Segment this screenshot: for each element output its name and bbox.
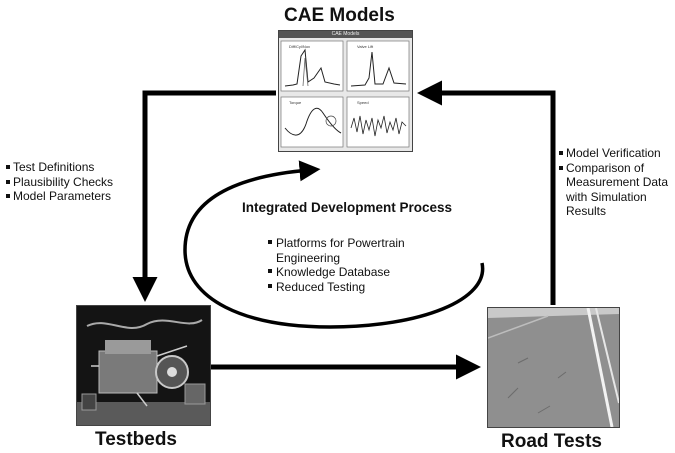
model-verification-item: Model Verification: [559, 146, 675, 161]
road-image: [488, 308, 619, 427]
testbeds-title: Testbeds: [95, 429, 178, 450]
plot-title-4: Speed: [357, 100, 369, 105]
road-photo: [487, 307, 620, 428]
screenshot-title-bar: CAE Models: [279, 31, 412, 38]
right-notes-clip: Model Verification Comparison of Measure…: [559, 146, 675, 236]
simulation-plots: Diff/Cyl/Nox Valve Lift Torque Speed: [280, 40, 410, 148]
reduced-testing-item: Reduced Testing: [268, 280, 418, 295]
measurement-comparison-item: Comparison of Measurement Data with Simu…: [559, 161, 675, 219]
platforms-item: Platforms for Powertrain Engineering: [268, 236, 418, 265]
model-parameters-item: Model Parameters: [6, 189, 113, 204]
arrow-cae-to-testbeds: [132, 90, 276, 302]
plot-title-2: Valve Lift: [357, 44, 374, 49]
cycle-arrow: [183, 160, 485, 329]
plausibility-checks-item: Plausibility Checks: [6, 175, 113, 190]
road-tests-title: Road Tests: [501, 431, 603, 452]
process-title: Integrated Development Process: [241, 200, 453, 215]
testbed-photo: [76, 305, 211, 426]
plot-title-1: Diff/Cyl/Nox: [289, 44, 310, 49]
verification-list: Model Verification Comparison of Measure…: [559, 146, 675, 219]
process-items-list: Platforms for Powertrain Engineering Kno…: [268, 236, 418, 294]
cae-models-screenshot: CAE Models Diff/Cyl/Nox Valve Lift Torqu…: [278, 30, 413, 152]
test-definitions-item: Test Definitions: [6, 160, 113, 175]
arrow-road-to-cae: [417, 80, 556, 305]
test-inputs-list: Test Definitions Plausibility Checks Mod…: [6, 160, 113, 204]
engine-image: [77, 306, 210, 425]
plot-title-3: Torque: [289, 100, 302, 105]
cae-models-title: CAE Models: [284, 5, 395, 26]
knowledge-database-item: Knowledge Database: [268, 265, 418, 280]
